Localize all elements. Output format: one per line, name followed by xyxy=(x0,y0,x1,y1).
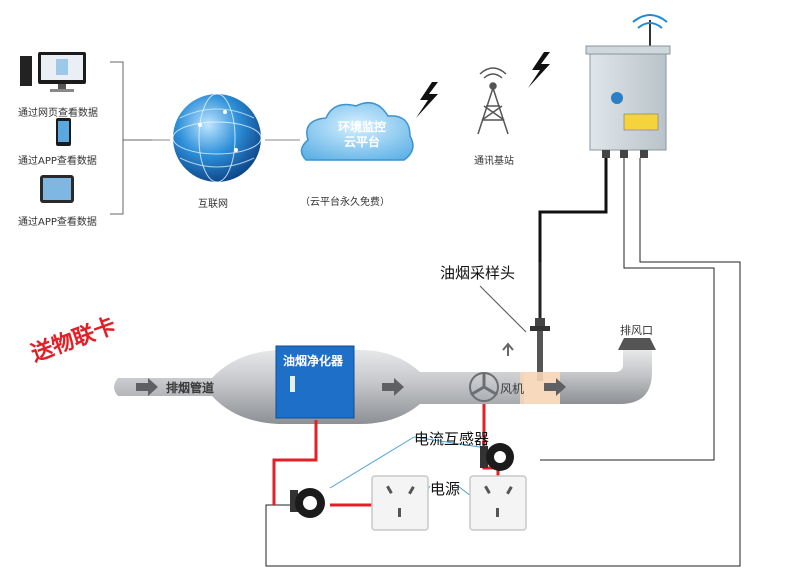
client-label-web: 通过网页查看数据 xyxy=(18,108,98,119)
client-bracket xyxy=(110,61,152,215)
callout-line xyxy=(329,436,415,489)
fan-icon xyxy=(469,372,499,402)
sensor-return-wire xyxy=(265,158,741,567)
purifier-label: 油烟净化器 xyxy=(283,354,344,368)
cloud-title-line2: 云平台 xyxy=(343,135,380,149)
cloud-note: （云平台永久免费） xyxy=(300,197,390,208)
outlet-label: 排风口 xyxy=(620,324,653,337)
wireless-signal-icon xyxy=(416,82,438,118)
callout-line xyxy=(479,285,527,333)
cloud-platform-icon xyxy=(300,101,414,161)
current-transformer-label: 电流互感器 xyxy=(414,430,490,448)
power-label: 电源 xyxy=(430,480,461,498)
tablet-icon xyxy=(40,175,74,203)
client-label-tablet: 通过APP查看数据 xyxy=(18,217,97,228)
monitoring-device-box xyxy=(585,14,671,158)
desktop-computer-icon xyxy=(20,52,86,92)
current-transformer-icon xyxy=(290,488,325,518)
client-label-phone: 通过APP查看数据 xyxy=(18,156,97,167)
current-transformer-icon xyxy=(480,443,514,471)
power-socket-icon xyxy=(469,475,527,531)
tower-label: 通讯基站 xyxy=(474,156,514,167)
sensor-return-wire xyxy=(540,158,715,461)
fan-label: 风机 xyxy=(500,382,525,396)
cloud-title-line1: 环境监控 xyxy=(337,120,386,134)
cloud-title: 环境监控 云平台 xyxy=(330,120,394,150)
power-wire xyxy=(272,420,318,505)
wireless-signal-icon xyxy=(528,52,550,88)
inlet-label: 排烟管道 xyxy=(166,381,215,395)
callout-line xyxy=(413,436,487,449)
cell-tower-icon xyxy=(477,67,509,135)
oil-fume-purifier xyxy=(275,345,355,419)
internet-label: 互联网 xyxy=(198,199,228,210)
sampling-head-label: 油烟采样头 xyxy=(440,264,516,282)
sampling-signal-wire xyxy=(538,158,608,262)
smartphone-icon xyxy=(56,118,71,146)
sampling-probe xyxy=(530,262,550,381)
power-socket-icon xyxy=(371,475,429,531)
internet-globe-icon xyxy=(172,93,262,183)
